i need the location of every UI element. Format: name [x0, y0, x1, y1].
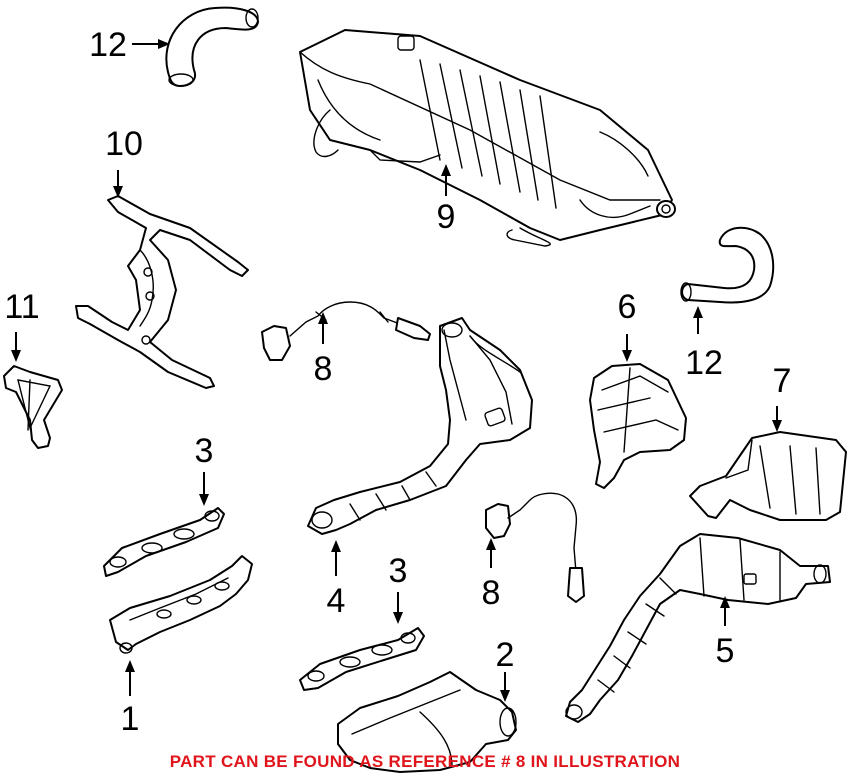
part-2-exhaust-manifold	[337, 671, 517, 773]
callout-3-upper: 3	[195, 432, 214, 470]
callout-12-top: 12	[89, 26, 127, 64]
callout-4: 4	[327, 582, 346, 620]
callout-5: 5	[716, 632, 735, 670]
part-12-hose-right	[680, 226, 775, 304]
callout-11: 11	[4, 288, 39, 326]
part-7-heat-shield	[689, 431, 847, 521]
part-6-heat-shield	[589, 363, 687, 489]
part-11-bracket	[3, 365, 63, 449]
part-3-gasket-lower	[299, 627, 425, 691]
part-9-muffler	[299, 29, 676, 247]
part-8-oxygen-sensor-upper	[261, 301, 431, 361]
callout-8-upper: 8	[314, 350, 333, 388]
part-8-oxygen-sensor-lower	[485, 492, 585, 603]
callout-12-right: 12	[685, 344, 723, 382]
part-10-bracket	[75, 195, 249, 389]
footer-note: PART CAN BE FOUND AS REFERENCE # 8 IN IL…	[169, 752, 681, 771]
part-4-catalytic-converter	[307, 317, 533, 535]
callout-arrows	[11, 39, 782, 702]
part-1-exhaust-manifold	[109, 555, 253, 654]
part-3-gasket-upper	[103, 507, 225, 577]
callout-3-lower: 3	[389, 552, 408, 590]
callout-9: 9	[437, 198, 456, 236]
callout-6: 6	[618, 288, 637, 326]
callout-7: 7	[773, 362, 792, 400]
part-5-rear-catalytic-converter	[565, 533, 831, 723]
callout-10: 10	[105, 125, 143, 163]
part-12-hose-top	[165, 6, 259, 87]
callout-8-lower: 8	[482, 574, 501, 612]
callout-1: 1	[121, 700, 140, 738]
callout-2: 2	[496, 636, 515, 674]
